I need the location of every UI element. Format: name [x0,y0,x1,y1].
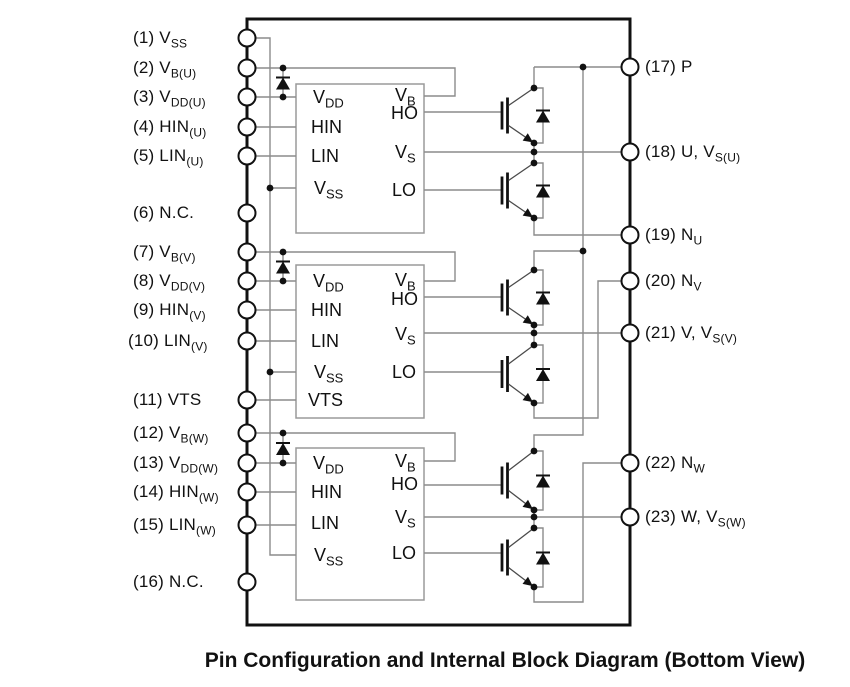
block-w-vss-label: VSS [314,545,344,569]
block-w-ho-label: HO [391,474,418,494]
pin-label-6: (6) N.C. [133,203,195,222]
bootstrap-diode-u [276,68,290,97]
pin-label-13: (13) VDD(W) [133,453,219,476]
junction-dots [266,63,587,591]
block-w-vs-label: VS [395,507,416,531]
pin-label-3: (3) VDD(U) [133,87,206,110]
figure-title: Pin Configuration and Internal Block Dia… [204,649,806,672]
nw-wire [533,462,622,603]
igbt-w-low [500,527,535,588]
block-u-lin-label: LIN [311,146,340,166]
block-v-ho-label: HO [391,289,418,309]
block-u-vb-label: VB [395,85,416,109]
block-w-vb-label: VB [395,451,416,475]
block-w-hin-label: HIN [311,482,342,502]
freewheel-diode-u-low [534,162,550,219]
vb-u-wire [255,67,456,97]
driver-block-w [295,447,425,601]
pin-label-8: (8) VDD(V) [133,271,206,294]
igbt-v-low [500,344,535,404]
block-v-lo-label: LO [392,362,417,382]
pin-label-10: (10) LIN(V) [128,331,208,354]
pin-label-16: (16) N.C. [133,572,204,591]
block-u-vs-label: VS [395,142,416,166]
vb-v-wire [255,251,456,282]
p-bus-wire [533,67,584,451]
block-v-vts-label: VTS [308,390,344,410]
pin-label-19: (19) NU [645,225,703,248]
freewheel-diode-w-high [534,450,550,511]
freewheel-diode-v-low [534,344,550,404]
block-u-vdd-label: VDD [313,87,344,111]
pin-label-22: (22) NW [645,453,705,476]
igbt-u-high [500,87,535,144]
bootstrap-diode-w [276,433,290,463]
block-w-vdd-label: VDD [313,453,344,477]
nu-wire [533,218,622,236]
block-u-hin-label: HIN [311,117,342,137]
pin-label-9: (9) HIN(V) [133,300,206,323]
igbt-u-low [500,162,535,219]
pin-label-12: (12) VB(W) [133,423,209,446]
pin-terminals-right [620,57,640,527]
bootstrap-diode-v [276,252,290,281]
nv-wire [533,280,622,419]
block-w-lo-label: LO [392,543,417,563]
block-u-lo-label: LO [392,180,417,200]
pin-label-5: (5) LIN(U) [133,146,204,169]
freewheel-diode-u-high [534,87,550,144]
pin-label-14: (14) HIN(W) [133,482,219,505]
driver-blocks [295,83,425,601]
vb-w-wire [255,432,456,462]
block-u-vss-label: VSS [314,178,344,202]
block-u-ho-label: HO [391,103,418,123]
package-outline [245,17,632,627]
driver-block-u [295,83,425,234]
block-v-vs-label: VS [395,324,416,348]
block-v-vdd-label: VDD [313,271,344,295]
pin-label-23: (23) W, VS(W) [645,507,746,530]
pin-label-4: (4) HIN(U) [133,117,207,140]
pin-label-21: (21) V, VS(V) [645,323,738,346]
igbt-w-high [500,450,535,511]
circuit-wires [255,37,622,603]
igbt-v-high [500,269,535,326]
block-v-vss-label: VSS [314,362,344,386]
pin-label-15: (15) LIN(W) [133,515,216,538]
block-v-vb-label: VB [395,270,416,294]
vss-bus-wire [255,37,296,556]
freewheel-diode-w-low [534,527,550,588]
pin-label-20: (20) NV [645,271,702,294]
pin-label-17: (17) P [645,57,693,76]
pin-label-1: (1) VSS [133,28,188,51]
pin-label-2: (2) VB(U) [133,58,197,81]
pin-label-18: (18) U, VS(U) [645,142,741,165]
freewheel-diode-v-high [534,269,550,326]
pin-label-7: (7) VB(V) [133,242,196,265]
block-w-lin-label: LIN [311,513,340,533]
driver-block-v [295,264,425,419]
block-v-lin-label: LIN [311,331,340,351]
pin-label-11: (11) VTS [133,390,202,409]
block-v-hin-label: HIN [311,300,342,320]
pin-terminals-left [237,28,257,592]
